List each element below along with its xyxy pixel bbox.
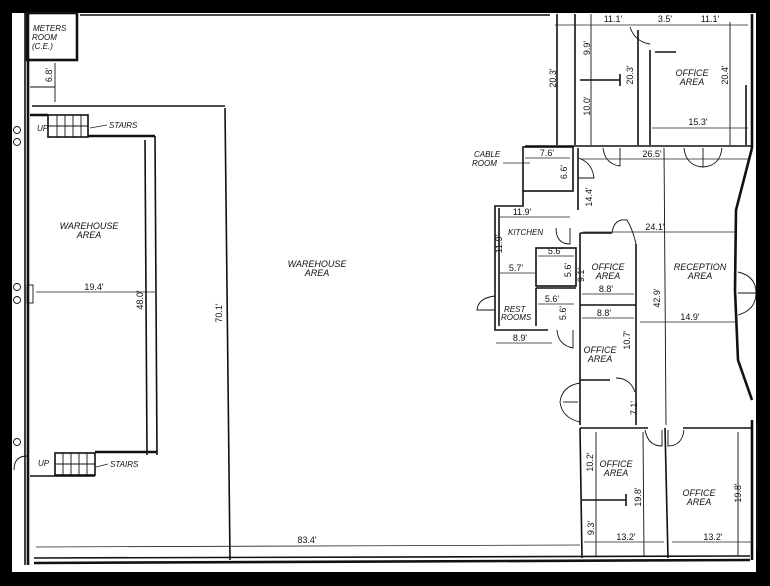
office-bottom-left-label-1: OFFICE	[600, 459, 634, 469]
dim-top-3-5: 3.5'	[658, 14, 673, 24]
dim-top-office-20-4: 20.4'	[720, 65, 730, 85]
dim-top-20-3-mid: 20.3'	[625, 65, 635, 85]
dim-bottom-13-2-b: 13.2'	[703, 532, 723, 542]
cable-room-label-1: CABLE	[474, 150, 501, 159]
middle-offices: OFFICE AREA 9.1' 8.8' 8.8' 10.7' OFFICE …	[559, 219, 639, 425]
dim-reception-14-9: 14.9'	[680, 312, 700, 322]
dim-cable-7-6: 7.6'	[540, 148, 555, 158]
dim-kitchen-11-9-w: 11.9'	[513, 207, 532, 217]
meters-room-label-3: (C.E.)	[32, 42, 53, 51]
dim-rest-8-9: 8.9'	[513, 333, 528, 343]
left-warehouse: UP STAIRS UP STAIRS WAREHOUSE AREA 19.4'…	[13, 113, 158, 477]
dim-corridor-14-4: 14.4'	[584, 187, 594, 207]
reception-label-1: RECEPTION	[674, 262, 727, 272]
main-warehouse: WAREHOUSE AREA 70.1' 83.4'	[35, 107, 581, 561]
office-top-right-label-2: AREA	[679, 77, 705, 87]
office-mid-label-1: OFFICE	[592, 262, 626, 272]
rest-rooms-label-2: ROOMS	[501, 313, 532, 322]
dim-rest-5-6-d: 5.6'	[558, 306, 568, 321]
dim-office-mid-9-1: 9.1'	[576, 268, 586, 283]
office-mid-label-2: AREA	[595, 271, 621, 281]
warehouse-left-label-1: WAREHOUSE	[60, 221, 120, 231]
reception-label-2: AREA	[687, 271, 713, 281]
dim-kitchen-11-9-h: 11.9'	[494, 234, 504, 253]
dim-bottom-9-3: 9.3'	[586, 521, 596, 536]
office-lower-mid-label-2: AREA	[587, 354, 613, 364]
dim-top-10-0: 10.0'	[582, 96, 592, 116]
dim-reception-42-9: 42.9'	[652, 288, 662, 308]
office-top-right-label-1: OFFICE	[676, 68, 710, 78]
stairs-label-bottom: STAIRS	[110, 460, 139, 469]
warehouse-main-label-1: WAREHOUSE	[288, 259, 348, 269]
warehouse-left-label-2: AREA	[76, 230, 102, 240]
dim-office-low-10-7: 10.7'	[622, 330, 632, 350]
dim-top-20-3-left: 20.3'	[548, 68, 558, 88]
dim-top-office-15-3: 15.3'	[688, 117, 708, 127]
paper	[12, 13, 756, 572]
top-offices: 11.1' 3.5' 11.1' 20.3' 9.9' 10.0' 20.3' …	[525, 14, 752, 168]
dim-top-11-1-b: 11.1'	[701, 14, 720, 24]
meters-room: METERS ROOM (C.E.) 6.8'	[25, 11, 79, 102]
office-bottom-right-label-1: OFFICE	[683, 488, 717, 498]
stairs-label-top: STAIRS	[109, 121, 138, 130]
office-bottom-left-label-2: AREA	[603, 468, 629, 478]
dim-warehouse-19-4: 19.4'	[84, 282, 104, 292]
stairs-up-label-bottom: UP	[38, 459, 50, 468]
dim-reception-24-1: 24.1'	[645, 222, 665, 232]
dim-warehouse-83-4: 83.4'	[297, 535, 317, 545]
dim-bottom-13-2-a: 13.2'	[616, 532, 636, 542]
dim-top-11-1-a: 11.1'	[604, 14, 623, 24]
outer-walls	[24, 13, 758, 565]
meters-room-label-2: ROOM	[32, 33, 57, 42]
warehouse-main-label-2: AREA	[304, 268, 330, 278]
dim-warehouse-48-0: 48.0'	[135, 290, 145, 310]
dim-bottom-10-2: 10.2'	[585, 452, 595, 472]
dim-rest-5-6-c: 5.6'	[545, 294, 560, 304]
office-bottom-right-label-2: AREA	[686, 497, 712, 507]
dim-vest-7-1: 7.1'	[629, 401, 639, 416]
dim-office-low-8-8: 8.8'	[597, 308, 612, 318]
cable-room-label-2: ROOM	[472, 159, 497, 168]
stairs-up-label-top: UP	[37, 124, 49, 133]
kitchen-label: KITCHEN	[508, 228, 543, 237]
dim-bottom-19-8-a: 19.8'	[633, 487, 643, 507]
dim-rest-5-6-b: 5.6'	[563, 263, 573, 278]
rest-rooms-label-1: REST	[504, 305, 526, 314]
dim-corridor-26-5: 26.5'	[642, 149, 662, 159]
dim-cable-6-6: 6.6'	[559, 165, 569, 180]
cable-room: 7.6' 6.6' CABLE ROOM 14.4'	[472, 146, 595, 210]
office-lower-mid-label-1: OFFICE	[584, 345, 618, 355]
dim-meters-depth: 6.8'	[44, 68, 54, 83]
dim-warehouse-70-1: 70.1'	[214, 303, 224, 323]
bottom-offices: 10.2' OFFICE AREA 19.8' 9.3' 13.2' OFFIC…	[579, 427, 752, 559]
dim-office-mid-8-8: 8.8'	[599, 284, 614, 294]
dim-kitchen-5-7: 5.7'	[509, 263, 524, 273]
meters-room-label-1: METERS	[33, 24, 67, 33]
reception: 24.1' 42.9' RECEPTION AREA 14.9'	[583, 147, 757, 426]
dim-bottom-19-8-b: 19.8'	[733, 483, 743, 503]
dim-top-9-9: 9.9'	[582, 41, 592, 56]
kitchen-restrooms: 11.9' 11.9' KITCHEN 5.7' 5.6' 5.6' 5.6' …	[476, 191, 577, 349]
dim-rest-5-6-a: 5.6'	[548, 246, 563, 256]
